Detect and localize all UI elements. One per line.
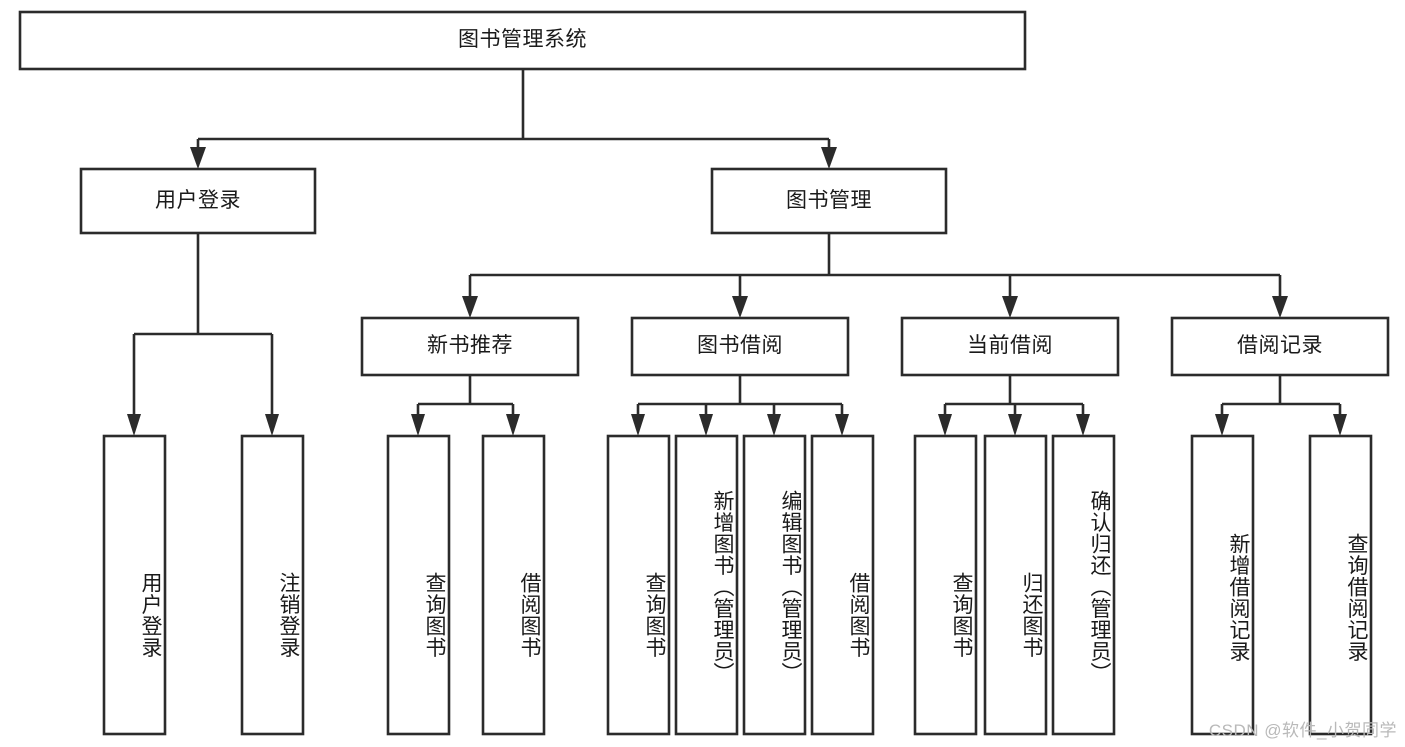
leaf-box-borrow-2[interactable] bbox=[742, 434, 807, 736]
arrow-leaf-user-login-1 bbox=[265, 414, 279, 436]
leaf-box-borrow-3[interactable] bbox=[810, 434, 875, 736]
leaf-box-new-book-0[interactable] bbox=[386, 434, 451, 736]
node-box-book-borrow[interactable] bbox=[630, 316, 850, 377]
arrow-to-book-borrow bbox=[732, 296, 748, 318]
leaf-box-current-1[interactable] bbox=[983, 434, 1048, 736]
arrow-leaf-record-1 bbox=[1333, 414, 1347, 436]
leaf-box-record-0[interactable] bbox=[1190, 434, 1255, 736]
arrow-leaf-new-book-1 bbox=[506, 414, 520, 436]
leaf-box-new-book-1[interactable] bbox=[481, 434, 546, 736]
leaf-box-current-2[interactable] bbox=[1051, 434, 1116, 736]
leaf-box-current-0[interactable] bbox=[913, 434, 978, 736]
node-box-borrow-record[interactable] bbox=[1170, 316, 1390, 377]
arrow-leaf-borrow-2 bbox=[767, 414, 781, 436]
leaf-box-user-login-0[interactable] bbox=[102, 434, 167, 736]
arrow-leaf-borrow-1 bbox=[699, 414, 713, 436]
arrow-leaf-current-2 bbox=[1076, 414, 1090, 436]
leaf-box-record-1[interactable] bbox=[1308, 434, 1373, 736]
arrow-leaf-current-0 bbox=[938, 414, 952, 436]
node-box-new-book-recommend[interactable] bbox=[360, 316, 580, 377]
node-box-current-borrow[interactable] bbox=[900, 316, 1120, 377]
node-box-root[interactable] bbox=[18, 10, 1027, 71]
arrow-to-book-management bbox=[821, 147, 837, 169]
arrow-to-user-login bbox=[190, 147, 206, 169]
arrow-to-new-book-recommend bbox=[462, 296, 478, 318]
leaf-box-borrow-1[interactable] bbox=[674, 434, 739, 736]
arrow-leaf-new-book-0 bbox=[411, 414, 425, 436]
arrow-leaf-record-0 bbox=[1215, 414, 1229, 436]
arrow-leaf-current-1 bbox=[1008, 414, 1022, 436]
arrow-leaf-user-login-0 bbox=[127, 414, 141, 436]
arrow-leaf-borrow-3 bbox=[835, 414, 849, 436]
arrow-to-current-borrow bbox=[1002, 296, 1018, 318]
leaf-box-user-login-1[interactable] bbox=[240, 434, 305, 736]
node-box-book-management[interactable] bbox=[710, 167, 948, 235]
arrow-to-borrow-record bbox=[1272, 296, 1288, 318]
watermark-text: CSDN @软件_小贺同学 bbox=[1208, 721, 1397, 740]
arrow-leaf-borrow-0 bbox=[631, 414, 645, 436]
leaf-box-borrow-0[interactable] bbox=[606, 434, 671, 736]
node-box-user-login[interactable] bbox=[79, 167, 317, 235]
